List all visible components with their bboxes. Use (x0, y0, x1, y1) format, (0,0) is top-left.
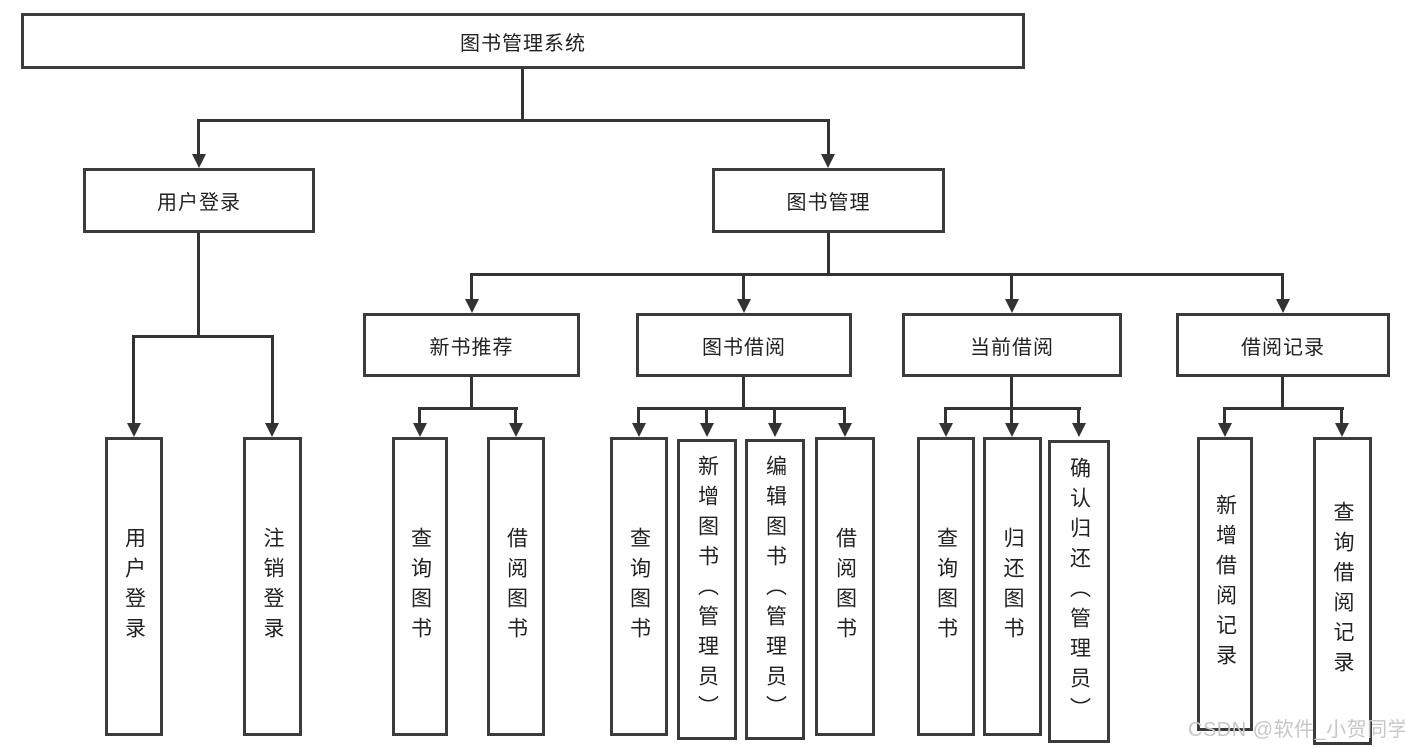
connector-line (944, 407, 947, 424)
node-user-login: 用户登录 (83, 168, 315, 233)
connector-line (1010, 377, 1013, 410)
connector-line (1010, 407, 1013, 424)
connector-arrowhead (1072, 423, 1086, 437)
node-library-system: 图书管理系统 (21, 13, 1025, 69)
connector-arrowhead (838, 423, 852, 437)
connector-arrowhead (632, 423, 646, 437)
connector-line (843, 407, 846, 424)
connector-arrowhead (737, 299, 751, 313)
connector-arrowhead (1276, 299, 1290, 313)
connector-arrowhead (939, 423, 953, 437)
node-borrowing-records: 借阅记录 (1176, 313, 1390, 377)
connector-line (1281, 377, 1284, 410)
leaf-recommend-query-books: 查询图书 (392, 437, 448, 736)
connector-line (1077, 407, 1080, 424)
node-current-borrowing: 当前借阅 (902, 313, 1122, 377)
connector-line (132, 335, 135, 424)
connector-arrowhead (1005, 423, 1019, 437)
leaf-borrowing-query-books: 查询图书 (610, 437, 668, 736)
leaf-add-book-admin: 新增图书（管理员） (677, 439, 737, 740)
connector-arrowhead (509, 423, 523, 437)
connector-line (197, 119, 200, 155)
connector-line (637, 407, 640, 424)
connector-line (827, 119, 830, 155)
leaf-query-borrow-record: 查询借阅记录 (1313, 437, 1372, 745)
leaf-borrowing-borrow-books: 借阅图书 (815, 437, 875, 736)
connector-line (418, 407, 421, 424)
connector-arrowhead (265, 423, 279, 437)
connector-line (1223, 407, 1344, 410)
node-book-management: 图书管理 (712, 168, 945, 233)
connector-line (197, 233, 200, 338)
connector-arrowhead (821, 154, 835, 168)
leaf-logout: 注销登录 (243, 437, 302, 736)
connector-line (1281, 273, 1284, 300)
connector-line (1223, 407, 1226, 424)
connector-line (1010, 273, 1013, 300)
connector-line (470, 377, 473, 410)
connector-arrowhead (192, 154, 206, 168)
connector-line (514, 407, 517, 424)
leaf-user-login: 用户登录 (105, 437, 163, 736)
csdn-watermark: CSDN @软件_小贺同学 (1188, 719, 1405, 741)
connector-line (742, 377, 745, 410)
connector-line (472, 273, 1284, 276)
connector-arrowhead (768, 423, 782, 437)
connector-line (742, 273, 745, 300)
connector-arrowhead (465, 299, 479, 313)
connector-line (773, 407, 776, 424)
connector-line (197, 119, 830, 122)
connector-arrowhead (1005, 299, 1019, 313)
connector-arrowhead (413, 423, 427, 437)
connector-arrowhead (700, 423, 714, 437)
leaf-recommend-borrow-books: 借阅图书 (487, 437, 545, 736)
node-book-borrowing: 图书借阅 (636, 313, 852, 377)
connector-line (827, 233, 830, 276)
connector-line (132, 335, 274, 338)
node-new-book-recommendation: 新书推荐 (363, 313, 580, 377)
connector-line (521, 69, 524, 122)
connector-line (1340, 407, 1343, 424)
connector-line (637, 407, 846, 410)
leaf-current-query-books: 查询图书 (917, 437, 975, 736)
connector-arrowhead (1218, 423, 1232, 437)
leaf-add-borrow-record: 新增借阅记录 (1197, 437, 1253, 731)
connector-line (418, 407, 518, 410)
leaf-edit-book-admin: 编辑图书（管理员） (745, 439, 805, 740)
connector-arrowhead (1335, 423, 1349, 437)
leaf-confirm-return-admin: 确认归还（管理员） (1048, 440, 1110, 743)
connector-line (705, 407, 708, 424)
leaf-return-books: 归还图书 (983, 437, 1042, 736)
connector-arrowhead (127, 423, 141, 437)
connector-line (271, 335, 274, 424)
connector-line (470, 273, 473, 300)
